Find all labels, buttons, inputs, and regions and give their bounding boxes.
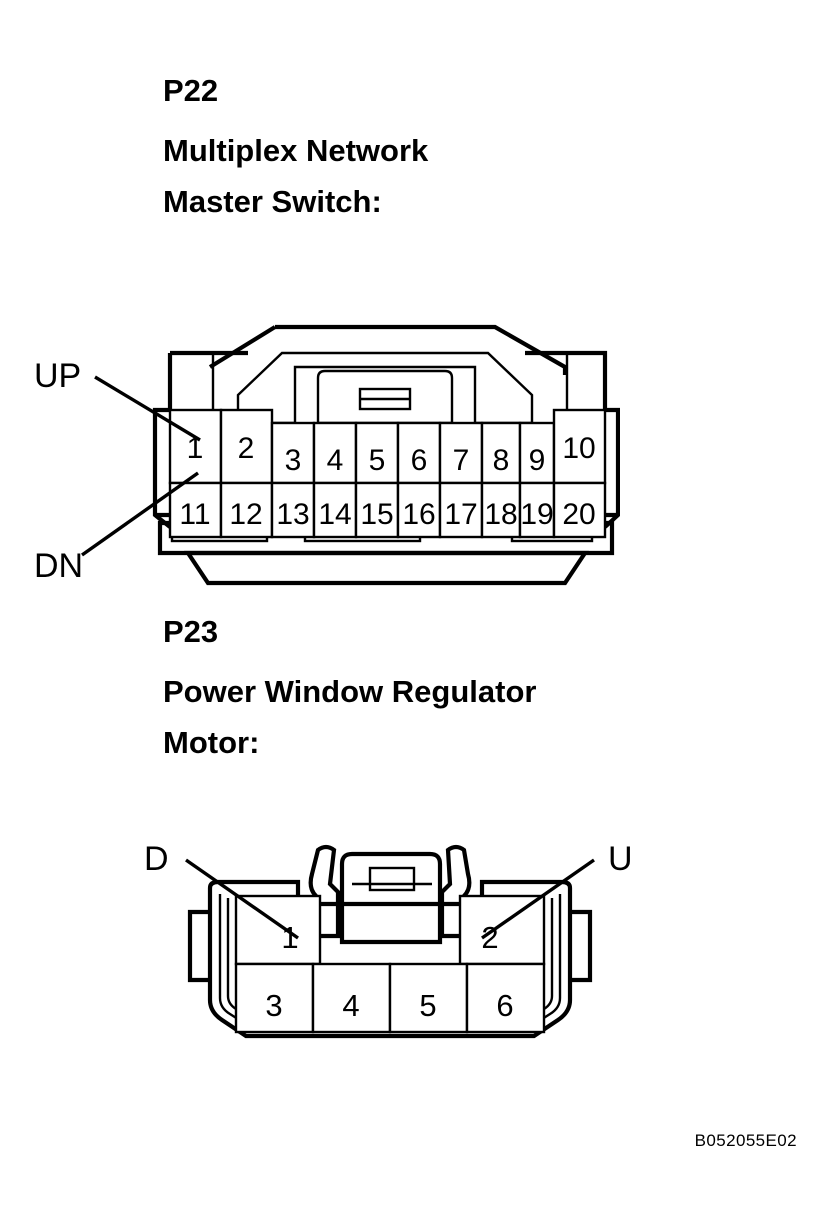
p23-connector-code: P23 (163, 614, 219, 649)
pin-label-3: 3 (265, 988, 282, 1023)
pin-label-bottom-20: 20 (562, 498, 595, 531)
pin-label-bottom-14: 14 (318, 498, 351, 531)
pin-label-top-7: 7 (453, 444, 470, 477)
pin-label-bottom-11: 11 (179, 498, 210, 531)
callout-label-u: U (608, 840, 633, 878)
pin-label-top-10: 10 (562, 432, 595, 465)
pin-cell-5 (388, 962, 469, 1034)
pin-label-top-3: 3 (285, 444, 302, 477)
p22-connector-illustration: 1 2 3 4 5 6 7 8 9 10 11 12 13 14 15 16 1… (34, 324, 620, 586)
pin-label-top-9: 9 (529, 444, 546, 477)
pin-label-top-5: 5 (369, 444, 386, 477)
callout-label-up: UP (34, 357, 81, 395)
callout-label-dn: DN (34, 547, 83, 585)
callout-label-d: D (144, 840, 169, 878)
pin-label-bottom-17: 17 (444, 498, 477, 531)
p22-connector-code: P22 (163, 73, 219, 108)
pin-label-bottom-12: 12 (229, 498, 262, 531)
pin-label-top-2: 2 (238, 432, 255, 465)
pin-label-bottom-19: 19 (520, 498, 553, 531)
pin-label-bottom-13: 13 (276, 498, 309, 531)
callout-leader-u (481, 858, 595, 940)
pin-label-4: 4 (342, 988, 359, 1023)
pin-label-bottom-16: 16 (402, 498, 435, 531)
pin-cell-1 (234, 894, 322, 966)
pin-label-top-6: 6 (411, 444, 428, 477)
pin-cell-2 (458, 894, 546, 966)
pin-cell-4 (311, 962, 392, 1034)
callout-leader-up (94, 375, 201, 442)
pin-label-top-4: 4 (327, 444, 344, 477)
pin-label-5: 5 (419, 988, 436, 1023)
pin-label-bottom-15: 15 (360, 498, 393, 531)
callout-leader-dn (81, 471, 199, 557)
pin-label-6: 6 (496, 988, 513, 1023)
pin-cell-6 (465, 962, 546, 1034)
p22-connector-name: Multiplex Network Master Switch: (163, 133, 429, 219)
figure-reference-code: B052055E02 (694, 1131, 797, 1150)
pin-label-top-8: 8 (493, 444, 510, 477)
callout-leader-d (185, 858, 299, 940)
p23-connector-name: Power Window Regulator Motor: (163, 674, 537, 760)
p23-connector-illustration: 1 2 3 4 5 6 D U (144, 840, 633, 1039)
pin-label-bottom-18: 18 (484, 498, 517, 531)
